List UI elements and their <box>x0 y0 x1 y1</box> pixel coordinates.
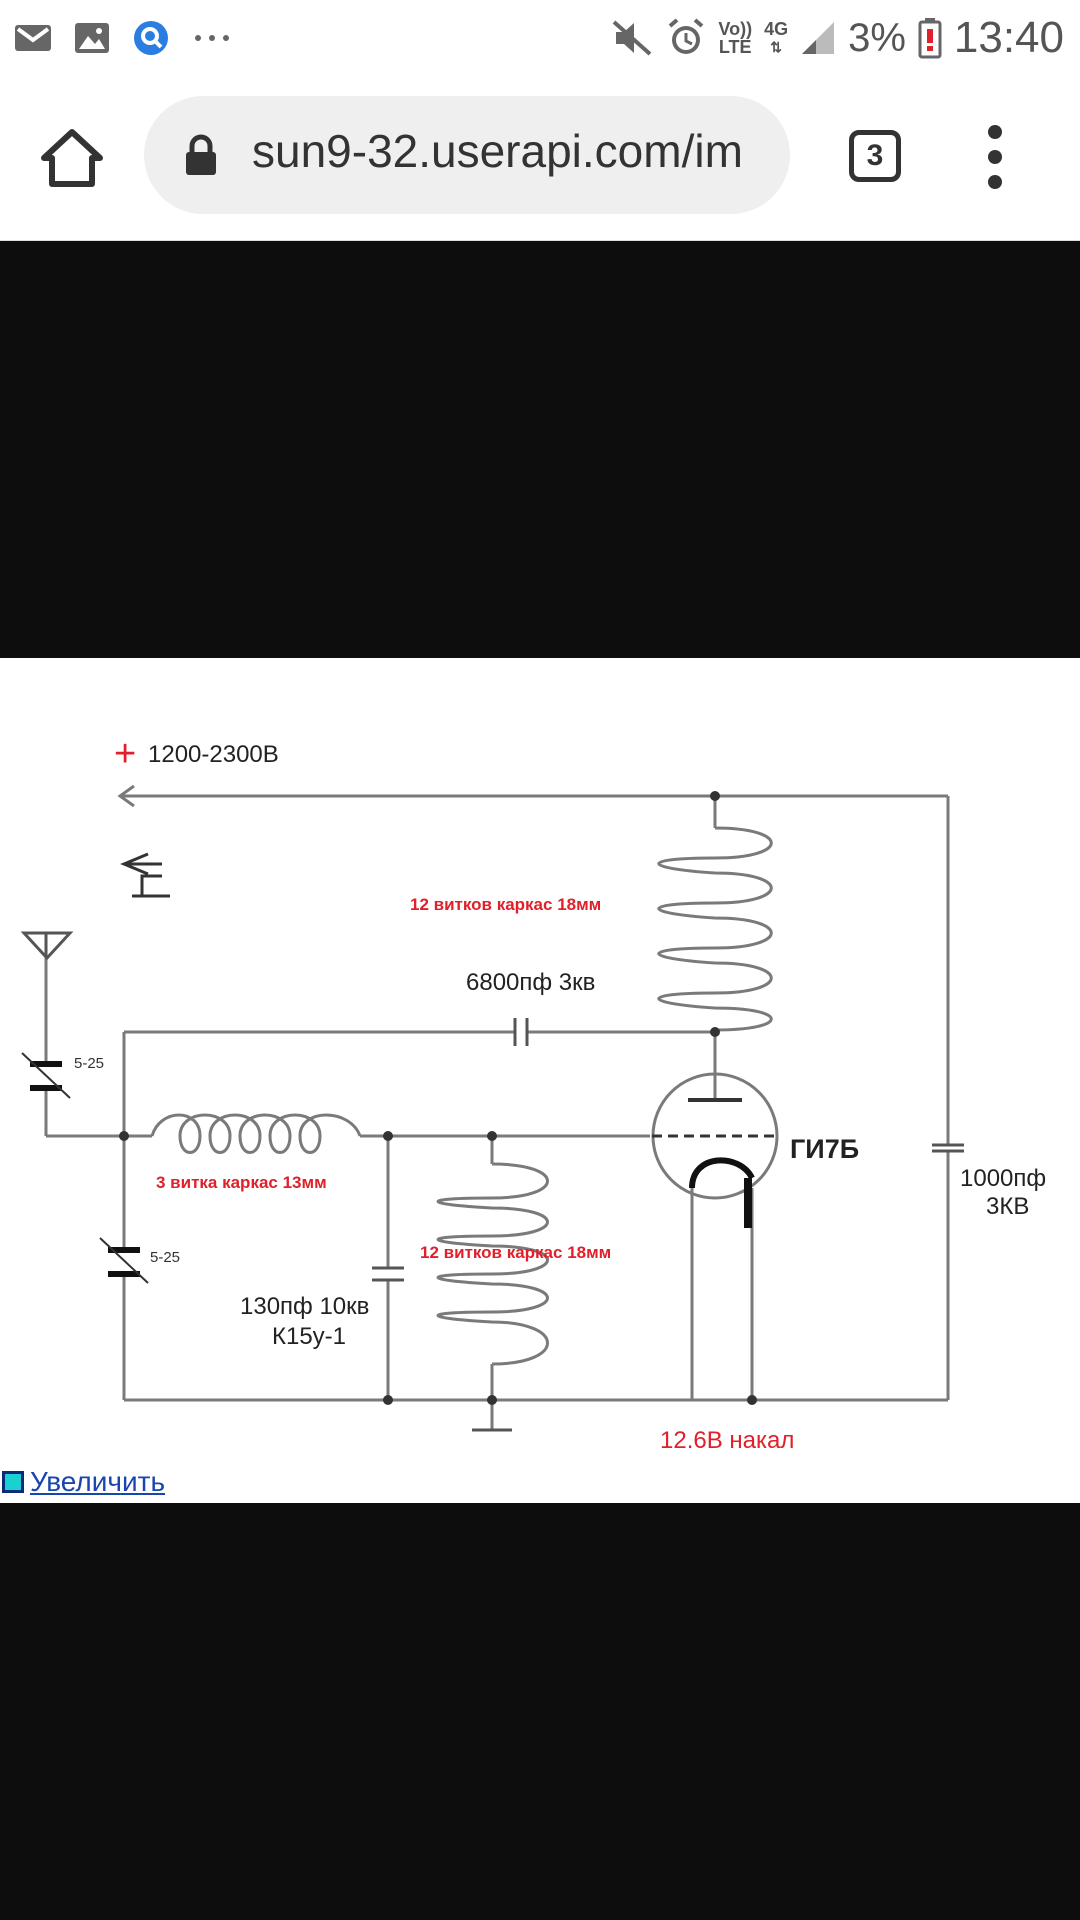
tabs-button[interactable]: 3 <box>849 130 901 182</box>
lower-cap-label: 5-25 <box>150 1249 180 1266</box>
zoom-link-text[interactable]: Увеличить <box>30 1466 166 1497</box>
coil-top-label: 12 витков каркас 18мм <box>410 895 601 914</box>
cap-130-label-2: К15у-1 <box>272 1323 346 1350</box>
input-coil <box>150 1113 362 1154</box>
mute-icon <box>613 20 652 56</box>
network-label: 4G <box>764 19 789 39</box>
clock: 13:40 <box>953 13 1064 62</box>
heater-label: 12.6В накал <box>660 1427 794 1454</box>
circuit-schematic: + 1200-2300В 12 витков каркас 18мм 6800п… <box>20 733 1046 1454</box>
supply-voltage-label: 1200-2300В <box>148 741 279 768</box>
more-notifications-icon <box>195 35 229 41</box>
cap-1000-label-1: 1000пф <box>960 1165 1046 1192</box>
battery-percent: 3% <box>848 15 906 60</box>
volte-icon: Vo)) LTE <box>718 20 752 56</box>
cap-130-label-1: 130пф 10кв <box>240 1293 369 1320</box>
image-panel: + 1200-2300В 12 витков каркас 18мм 6800п… <box>0 658 1080 1503</box>
home-icon[interactable] <box>40 126 104 190</box>
gmail-icon <box>15 25 51 51</box>
cathode-coil <box>436 1162 549 1366</box>
signal-icon <box>802 22 835 54</box>
browser-toolbar: sun9-32.userapi.com/im 3 <box>0 76 1080 241</box>
cap-1000-label-2: 3КВ <box>986 1193 1029 1220</box>
url-text[interactable]: sun9-32.userapi.com/im <box>252 125 743 177</box>
search-app-icon <box>134 21 168 55</box>
antenna-cap-label: 5-25 <box>74 1055 104 1072</box>
alarm-icon <box>669 18 704 54</box>
gallery-icon <box>75 23 109 53</box>
coil-cathode-label: 12 витков каркас 18мм <box>420 1243 611 1262</box>
supply-plus: + <box>114 733 136 775</box>
coil-input-label: 3 витка каркас 13мм <box>156 1173 327 1192</box>
tube-label: ГИ7Б <box>790 1134 859 1164</box>
url-bar[interactable]: sun9-32.userapi.com/im <box>144 96 790 214</box>
status-bar: Vo)) LTE 4G ⇅ 3% 13:40 <box>0 0 1080 76</box>
tab-count: 3 <box>866 139 884 172</box>
lock-icon <box>186 134 216 175</box>
zoom-link[interactable]: Увеличить <box>2 1466 165 1498</box>
volte-bottom: LTE <box>718 37 752 57</box>
volte-top: Vo)) <box>718 19 753 39</box>
network-4g-icon: 4G ⇅ <box>764 19 789 55</box>
zoom-icon <box>2 1471 24 1493</box>
menu-dots-icon[interactable] <box>980 122 1010 192</box>
plate-coil <box>657 826 773 1032</box>
battery-low-icon <box>918 18 942 59</box>
cap-6800-label: 6800пф 3кв <box>466 969 595 996</box>
